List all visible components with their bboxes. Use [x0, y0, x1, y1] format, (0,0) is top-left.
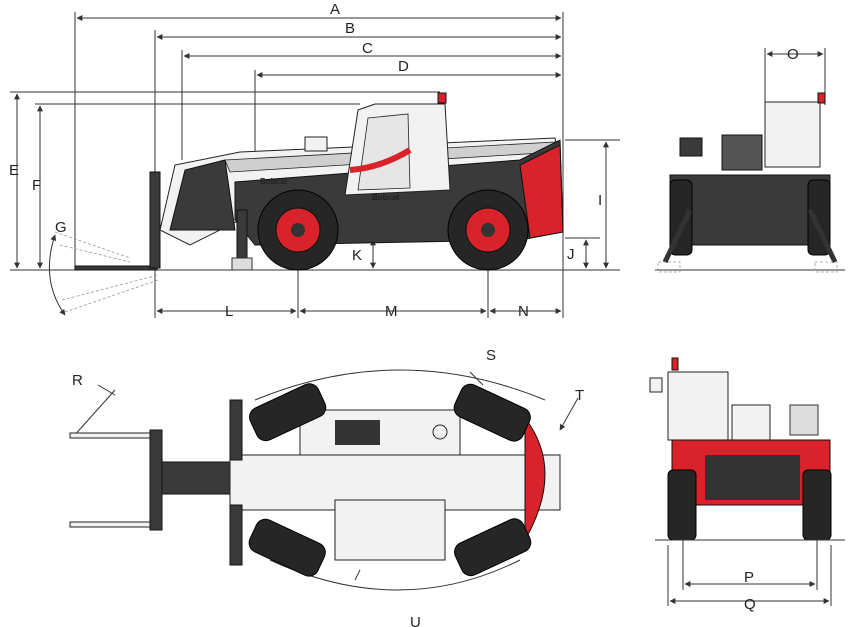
engine-cover-top: [334, 499, 446, 561]
counterweight-top: [524, 416, 546, 542]
label-j: J: [567, 246, 575, 263]
stabilizer-pad-right: [814, 261, 838, 273]
fork-tilt-up: [59, 244, 131, 263]
leader-t: [559, 397, 579, 431]
rear-left-wheel-top: [453, 383, 531, 442]
stabilizer-top: [229, 504, 243, 566]
fork-tine-top: [69, 432, 156, 439]
rear-cab: [764, 101, 821, 168]
rear-hub: [481, 223, 495, 237]
beacon-light: [671, 357, 679, 371]
counterweight: [519, 144, 564, 239]
rear-view: O: [655, 46, 845, 273]
stabilizer-pad: [231, 257, 253, 271]
brand-wordmark-boom: Bobcat: [260, 177, 287, 186]
stabilizer-leg: [236, 209, 248, 259]
dimension-g-arc: [48, 234, 66, 316]
rear-right-wheel-top: [454, 518, 532, 577]
leader-u: [354, 569, 361, 581]
front-grille: [705, 455, 800, 500]
boom-head-top: [161, 461, 233, 495]
cab-red-stripe: [349, 147, 412, 173]
rear-engine-cover: [721, 134, 763, 171]
top-view: R S T U: [69, 347, 584, 627]
label-k: K: [352, 247, 362, 264]
front-cab: [667, 371, 729, 441]
label-p: P: [744, 569, 754, 586]
front-right-tire: [802, 469, 832, 541]
label-a: A: [330, 1, 340, 18]
fork-carriage-top: [149, 429, 163, 531]
leader-r: [71, 389, 116, 439]
stabilizer-top: [229, 399, 243, 461]
label-e: E: [9, 162, 19, 179]
label-g: G: [55, 219, 67, 236]
fork-tine: [74, 265, 158, 271]
side-view: Bobcat Bobcat A B C D E F G I J K L M N: [9, 1, 620, 320]
label-i: I: [598, 192, 602, 209]
label-o: O: [787, 46, 799, 63]
stabilizer-right: [807, 208, 838, 264]
fork-carriage: [149, 171, 161, 269]
rear-chassis: [669, 174, 831, 246]
cab-window: [357, 113, 411, 191]
label-s: S: [486, 347, 496, 364]
fork-tilt-down: [64, 279, 159, 313]
fork-tilt-down: [61, 274, 159, 301]
brand-wordmark-cab: Bobcat: [372, 193, 399, 202]
label-c: C: [362, 40, 373, 57]
label-t: T: [575, 387, 584, 404]
rear-mirror: [679, 137, 703, 157]
label-r: R: [72, 372, 83, 389]
label-l: L: [225, 303, 233, 320]
front-left-tire: [667, 469, 697, 541]
cab-roof-window: [335, 420, 380, 445]
front-carriage: [731, 404, 771, 444]
beacon-light: [817, 92, 826, 104]
stabilizer-pad-left: [657, 261, 681, 273]
front-boom: [789, 404, 819, 436]
label-n: N: [518, 303, 529, 320]
front-view: P Q: [649, 357, 845, 613]
label-f: F: [32, 177, 41, 194]
label-d: D: [398, 58, 409, 75]
stabilizer-left: [662, 208, 693, 264]
label-u: U: [410, 614, 421, 627]
front-left-wheel-top: [249, 383, 327, 442]
leader-s: [469, 371, 484, 386]
front-mirror: [649, 377, 663, 393]
front-hub: [291, 223, 305, 237]
mirror: [304, 136, 328, 152]
arc-s: [254, 369, 546, 401]
fork-tine-top: [69, 521, 156, 528]
label-q: Q: [744, 596, 756, 613]
label-b: B: [345, 20, 355, 37]
fork-tilt-up: [54, 231, 131, 259]
front-right-wheel-top: [248, 518, 326, 577]
beacon-top: [432, 424, 448, 440]
label-m: M: [385, 303, 398, 320]
beacon-light: [437, 92, 447, 104]
